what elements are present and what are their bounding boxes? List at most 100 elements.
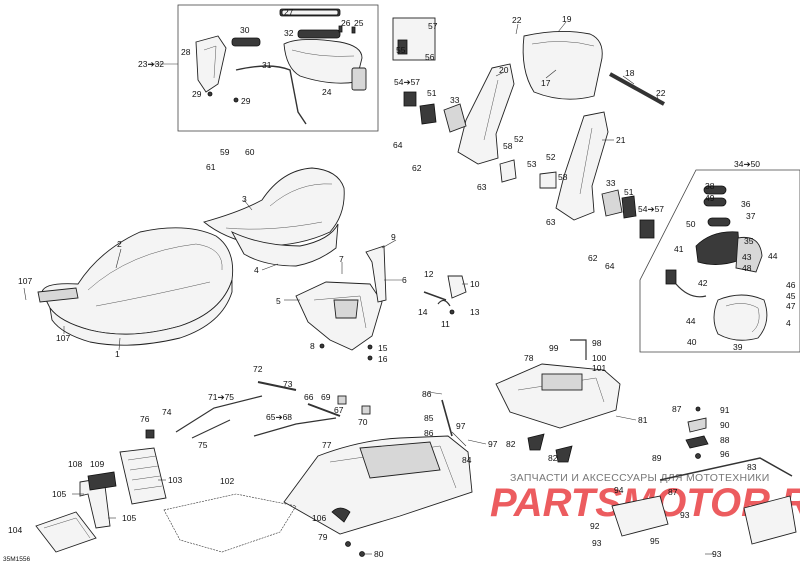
part-74: [175, 395, 263, 433]
label-26: 26: [341, 18, 351, 28]
label-59: 59: [220, 147, 230, 157]
label-52b: 52: [546, 152, 556, 162]
label-93b: 93: [680, 510, 690, 520]
group-34-50: 34➔50: [734, 159, 760, 169]
label-60: 60: [245, 147, 255, 157]
part-32: [297, 29, 341, 39]
label-29b: 29: [241, 96, 251, 106]
label-7: 7: [339, 254, 344, 264]
part-96: [695, 453, 701, 459]
part-85: [441, 399, 453, 437]
part-26: [338, 25, 343, 33]
part-33a: [443, 103, 467, 133]
part-82a: [527, 433, 545, 451]
label-61: 61: [206, 162, 216, 172]
label-80: 80: [374, 549, 384, 559]
part-91: [695, 406, 701, 412]
part-57-cushion: [639, 219, 655, 239]
label-92: 92: [590, 521, 600, 531]
rear-tray: [441, 339, 621, 463]
part-51a: [419, 103, 437, 125]
label-37: 37: [746, 211, 756, 221]
watermark-top-text: ЗАПЧАСТИ И АКСЕССУАРЫ ДЛЯ МОТОТЕХНИКИ: [510, 472, 770, 484]
part-104-detail: [43, 517, 91, 539]
cable-assemblies: [145, 381, 371, 439]
part-41-conn: [665, 269, 677, 285]
rear-rack: [611, 406, 797, 545]
label-32: 32: [284, 28, 294, 38]
part-16: [367, 355, 373, 361]
group-54-57b: 54➔57: [638, 204, 664, 214]
label-11: 11: [441, 319, 450, 329]
label-52a: 52: [514, 134, 524, 144]
label-101: 101: [592, 363, 606, 373]
part-25: [351, 26, 356, 34]
part-31: [235, 65, 307, 125]
label-51a: 51: [427, 88, 437, 98]
diagram-code: 35M1556: [3, 556, 30, 563]
part-2-seam: [87, 243, 223, 291]
part-90: [687, 417, 707, 433]
part-51b: [621, 195, 637, 219]
backrest-assembly: [392, 17, 665, 239]
part-70: [361, 405, 371, 415]
label-6: 6: [402, 275, 407, 285]
label-48: 48: [742, 263, 752, 273]
label-44a: 44: [768, 251, 778, 261]
label-90: 90: [720, 420, 730, 430]
inset-frame: [177, 4, 379, 132]
part-30: [231, 37, 261, 47]
label-14: 14: [418, 307, 428, 317]
label-20: 20: [499, 65, 509, 75]
label-76: 76: [140, 414, 150, 424]
label-33a: 33: [450, 95, 460, 105]
label-43: 43: [742, 252, 752, 262]
part-106: [331, 507, 351, 523]
label-33b: 33: [606, 178, 616, 188]
label-74: 74: [162, 407, 172, 417]
label-29a: 29: [192, 89, 202, 99]
label-39: 39: [733, 342, 743, 352]
label-107a: 107: [18, 276, 32, 286]
label-40: 40: [687, 337, 697, 347]
label-3: 3: [242, 194, 247, 204]
part-39: [713, 294, 768, 341]
storage-tub: [283, 435, 473, 557]
part-55: [397, 39, 408, 55]
label-1: 1: [115, 349, 120, 359]
group-65-68: 65➔68: [266, 412, 292, 422]
group-71-75: 71➔75: [208, 392, 234, 402]
label-44b: 44: [686, 316, 696, 326]
label-55: 55: [396, 45, 406, 55]
part-39-detail: [725, 303, 760, 333]
part-29a: [207, 91, 213, 97]
part-3: [203, 167, 345, 247]
label-108: 108: [68, 459, 82, 469]
label-38: 38: [705, 181, 715, 191]
part-15: [367, 344, 373, 350]
label-36: 36: [741, 199, 751, 209]
part-103-grill: [127, 455, 163, 491]
label-87b: 87: [668, 487, 678, 497]
label-81: 81: [638, 415, 648, 425]
part-52b: [539, 171, 557, 189]
label-93a: 93: [592, 538, 602, 548]
part-52a: [499, 159, 517, 183]
part-4: [230, 223, 339, 267]
part-3-seam-b: [225, 221, 323, 230]
part-88: [685, 435, 709, 449]
label-19: 19: [562, 14, 572, 24]
part-8: [319, 343, 325, 349]
label-22b: 22: [656, 88, 666, 98]
label-69: 69: [321, 392, 331, 402]
part-6: [365, 245, 387, 303]
label-31: 31: [262, 60, 272, 70]
label-63a: 63: [477, 182, 487, 192]
label-79: 79: [318, 532, 328, 542]
label-105b: 105: [122, 513, 136, 523]
part-65: [253, 417, 337, 437]
passenger-seat: [203, 167, 345, 267]
label-64b: 64: [605, 261, 615, 271]
bottom-left-parts: [35, 447, 297, 553]
